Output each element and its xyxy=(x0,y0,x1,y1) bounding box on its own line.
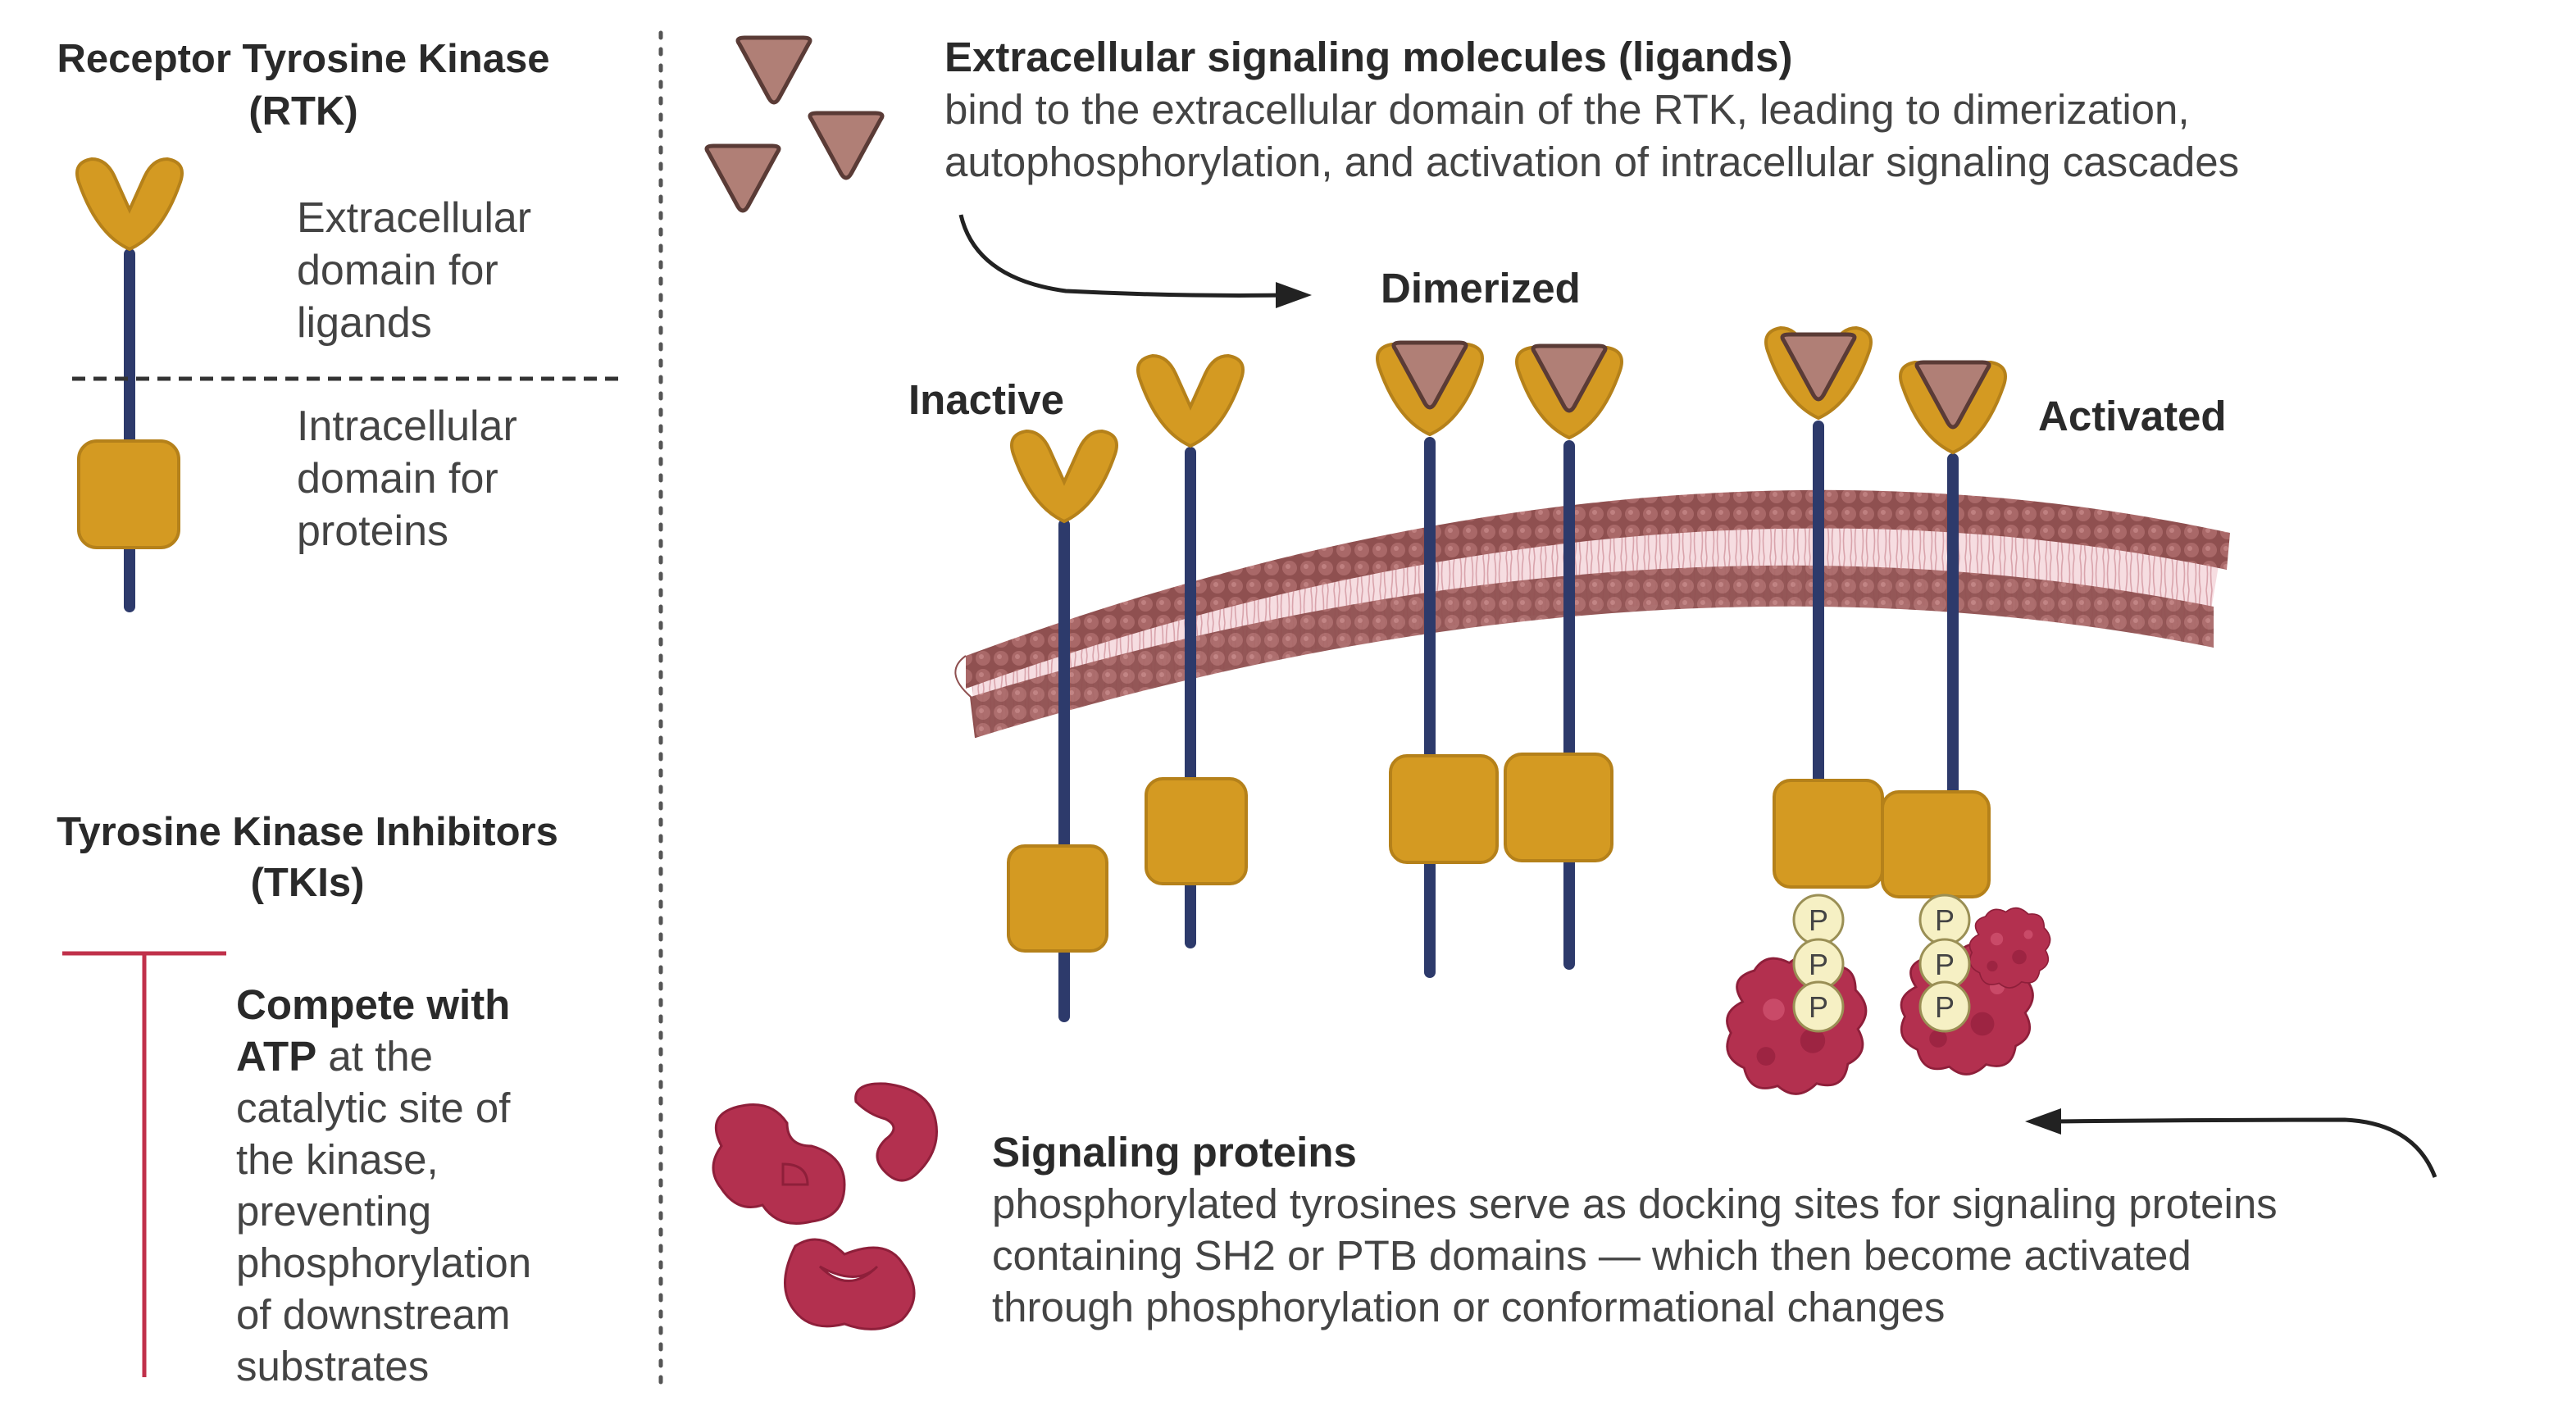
tki-desc-line-4: phosphorylation xyxy=(236,1239,532,1286)
phospho-label: P xyxy=(1935,948,1955,981)
phospho-label: P xyxy=(1809,903,1828,937)
signaling-desc-line-3: through phosphorylation or conformationa… xyxy=(992,1284,1946,1330)
tki-desc-line-3: preventing xyxy=(236,1188,432,1235)
extracellular-label-line-2: domain for xyxy=(297,247,498,294)
rtk-title-line-1: Receptor Tyrosine Kinase xyxy=(57,37,550,81)
ligand-caption: Extracellular signaling molecules (ligan… xyxy=(944,31,2239,189)
receptor-dimerized-1 xyxy=(1376,343,1499,978)
phospho-group: P xyxy=(1918,980,1971,1033)
phospho-label: P xyxy=(1809,990,1828,1024)
tki-desc-line-5: of downstream xyxy=(236,1291,511,1338)
state-label-dimerized: Dimerized xyxy=(1381,265,1581,312)
signaling-desc-line-2: containing SH2 or PTB domains — which th… xyxy=(992,1232,2191,1279)
tki-desc-rest-2: at the xyxy=(316,1033,433,1080)
extracellular-label-line-3: ligands xyxy=(297,299,432,347)
state-label-inactive: Inactive xyxy=(908,376,1064,423)
tki-desc-bold-2: ATP xyxy=(236,1033,317,1080)
tki-desc-line-1: catalytic site of xyxy=(236,1085,511,1131)
receptor-activated-2 xyxy=(1881,362,2007,898)
intracellular-label: Intracellular domain for proteins xyxy=(297,400,517,557)
intracellular-label-line-2: domain for xyxy=(297,455,498,503)
signaling-caption: Signaling proteins phosphorylated tyrosi… xyxy=(992,1126,2278,1333)
phospho-group: P xyxy=(1792,980,1845,1033)
legend-rtk-icon xyxy=(75,157,184,612)
phospho-group: P xyxy=(1918,894,1971,946)
free-ligands xyxy=(707,38,882,211)
receptor-dimerized-2 xyxy=(1504,346,1623,970)
receptor-inactive-1 xyxy=(1007,430,1118,1022)
tki-desc-line-6: substrates xyxy=(236,1343,430,1389)
ligand-desc-line-1: bind to the extracellular domain of the … xyxy=(944,86,2190,133)
rtk-title: Receptor Tyrosine Kinase (RTK) xyxy=(16,33,590,138)
bound-protein-3 xyxy=(1968,907,2051,989)
rtk-title-line-2: (RTK) xyxy=(248,89,358,134)
phospho-label: P xyxy=(1935,903,1955,937)
state-label-activated: Activated xyxy=(2038,393,2227,439)
receptor-inactive-2 xyxy=(1136,354,1248,948)
phospho-label: P xyxy=(1935,990,1955,1024)
tki-title-line-1: Tyrosine Kinase Inhibitors xyxy=(57,810,558,854)
tki-desc-bold-1: Compete with xyxy=(236,981,511,1028)
phospho-label: P xyxy=(1809,948,1828,981)
extracellular-label-line-1: Extracellular xyxy=(297,194,532,242)
phospho-group: P xyxy=(1792,938,1845,990)
ligand-title: Extracellular signaling molecules (ligan… xyxy=(944,34,1793,80)
ligand-desc-line-2: autophosphorylation, and activation of i… xyxy=(944,139,2240,185)
extracellular-label: Extracellular domain for ligands xyxy=(297,192,531,349)
tki-title: Tyrosine Kinase Inhibitors (TKIs) xyxy=(8,807,607,908)
signaling-title: Signaling proteins xyxy=(992,1129,1357,1176)
tki-inhibitor-symbol xyxy=(62,951,226,1377)
cell-membrane xyxy=(954,489,2230,739)
free-signaling-proteins xyxy=(712,1082,938,1330)
phospho-group: P xyxy=(1792,894,1845,946)
intracellular-label-line-3: proteins xyxy=(297,507,448,555)
tki-desc-line-2: the kinase, xyxy=(236,1136,439,1183)
signaling-desc-line-1: phosphorylated tyrosines serve as dockin… xyxy=(992,1180,2278,1227)
intracellular-label-line-1: Intracellular xyxy=(297,403,517,450)
tki-description: Compete with ATP at the catalytic site o… xyxy=(236,979,531,1392)
tki-title-line-2: (TKIs) xyxy=(250,861,365,905)
